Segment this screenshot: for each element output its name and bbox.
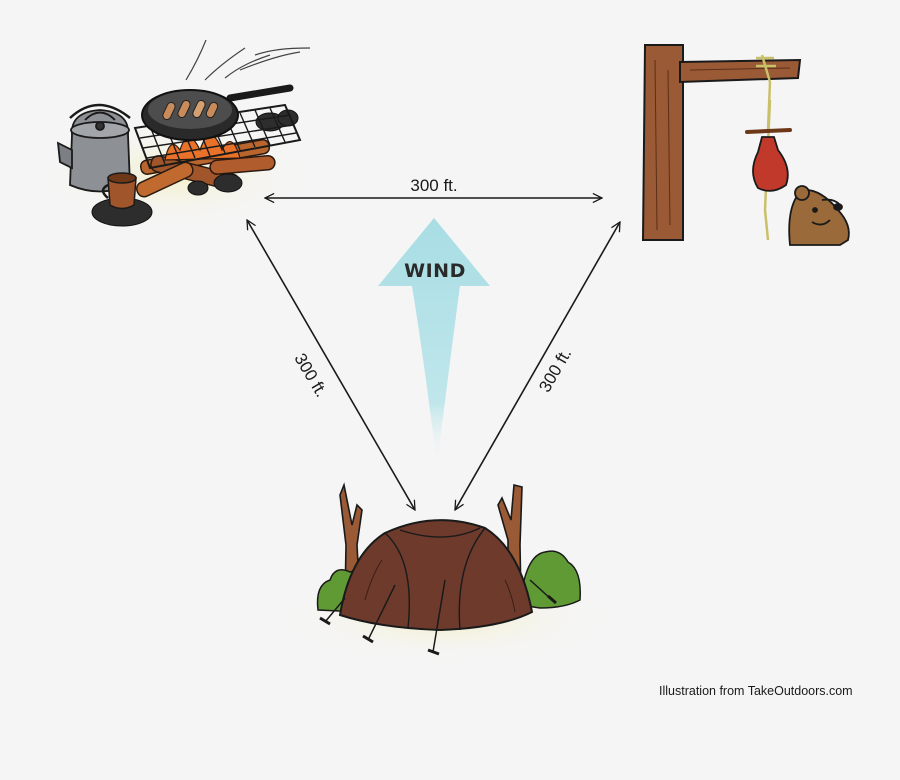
- wind-arrow: WIND: [378, 218, 490, 465]
- steam-icon: [185, 39, 311, 81]
- sausages: [162, 99, 219, 121]
- tent-icon: [338, 519, 534, 632]
- food-bag-icon: [752, 136, 789, 192]
- distance-label-top: 300 ft.: [410, 176, 457, 195]
- bear-hang-illustration: [641, 44, 850, 246]
- distance-label-left: 300 ft.: [290, 350, 331, 400]
- illustration-credit: Illustration from TakeOutdoors.com: [659, 684, 853, 698]
- bear-icon: [788, 185, 850, 246]
- tent-stakes: [319, 579, 557, 656]
- tree-trunk: [641, 44, 684, 241]
- campfire-cooking-illustration: [40, 39, 311, 230]
- bush-right: [519, 550, 581, 609]
- tent-illustration: [275, 482, 615, 663]
- tree-branch: [679, 58, 802, 84]
- frying-pan-icon: [141, 84, 294, 141]
- arrow-food-to-tent: [455, 222, 620, 510]
- mug-icon: [101, 172, 137, 210]
- arrow-camp-to-tent: [247, 220, 415, 510]
- wind-label: WIND: [404, 260, 466, 282]
- kettle-icon: [56, 103, 131, 193]
- stick: [745, 128, 792, 134]
- distance-label-right: 300 ft.: [535, 345, 575, 395]
- distance-lines: [247, 198, 620, 510]
